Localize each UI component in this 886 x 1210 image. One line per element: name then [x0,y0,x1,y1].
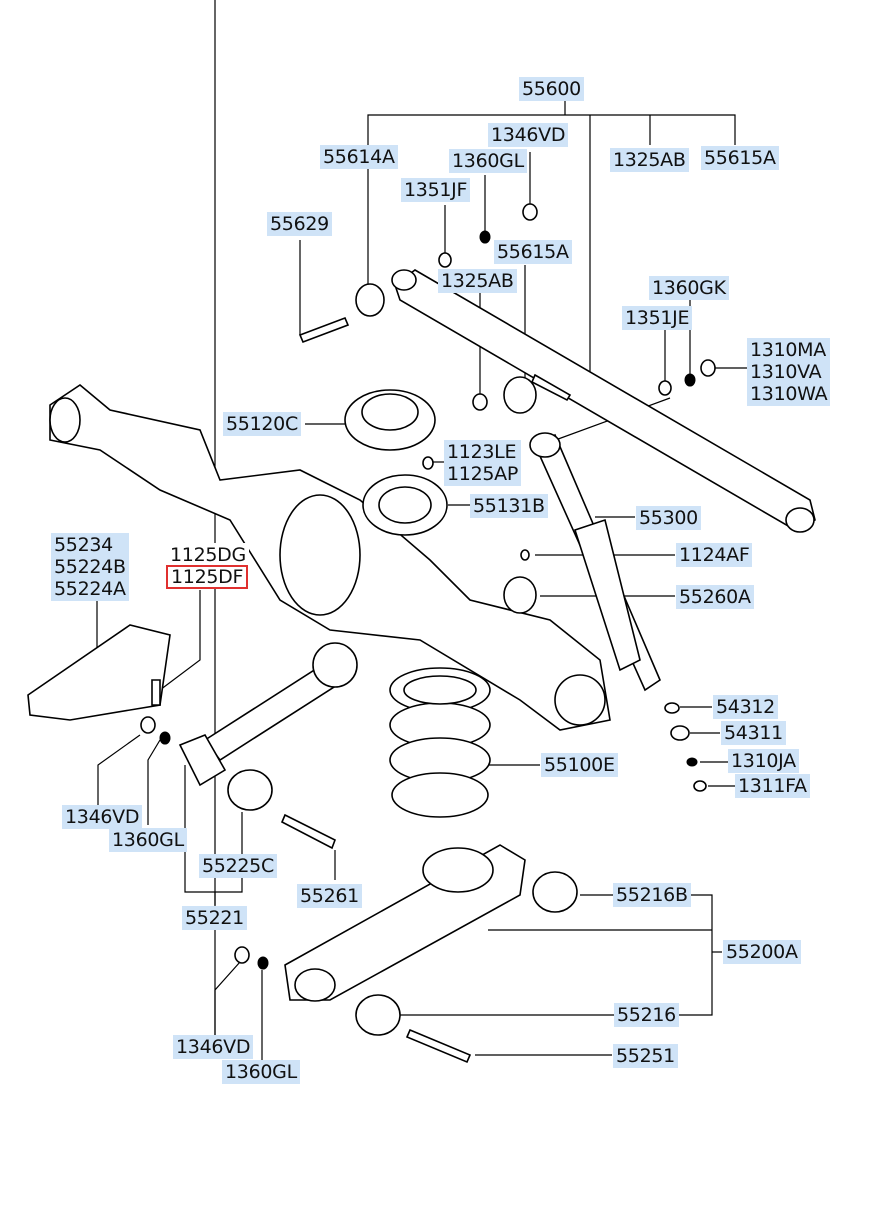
label-1346vd-mid: 1346VD [62,805,143,829]
label-55200a: 55200A [723,940,801,964]
label-55224a: 55224A [54,578,126,600]
shock-absorber [529,432,661,692]
label-1360gk: 1360GK [649,276,729,300]
label-55120c: 55120C [223,412,301,436]
label-55225c: 55225C [199,854,277,878]
label-55300: 55300 [636,506,701,530]
label-1124af: 1124AF [676,543,753,567]
label-1125ap: 1125AP [447,463,519,485]
label-1346vd-bot: 1346VD [173,1035,254,1059]
label-group-55234: 55234 55224B 55224A [51,533,129,601]
trailing-link [178,642,358,811]
label-group-1123le: 1123LE 1125AP [444,440,522,486]
lower-control-arm [284,844,578,1036]
axle-housing [49,384,611,731]
label-1125df-highlighted: 1125DF [166,565,249,589]
label-55234: 55234 [54,534,113,556]
label-1123le: 1123LE [447,441,517,463]
nuts-washers [140,203,716,970]
label-55100e: 55100E [541,753,618,777]
label-1310wa: 1310WA [750,383,828,405]
label-55615a-top: 55615A [701,146,779,170]
label-1125dg: 1125DG [167,543,249,567]
label-1310ja: 1310JA [728,749,799,773]
bolts [151,316,572,1064]
label-55216: 55216 [614,1003,679,1027]
label-1325ab-mid: 1325AB [438,269,517,293]
label-55614a: 55614A [320,145,398,169]
label-1360gl-bot: 1360GL [222,1060,300,1084]
label-1310ma: 1310MA [750,339,826,361]
label-55131b: 55131B [470,494,548,518]
label-55216b: 55216B [613,883,691,907]
label-55221: 55221 [182,906,247,930]
label-1311fa: 1311FA [735,774,810,798]
coil-spring [389,667,491,818]
label-1346vd-top: 1346VD [488,123,569,147]
label-1351jf: 1351JF [401,178,471,202]
mounting-bracket [27,624,171,721]
label-55224b: 55224B [54,556,126,578]
label-55260a: 55260A [676,585,754,609]
label-1360gl-mid: 1360GL [109,828,187,852]
label-1310va: 1310VA [750,361,822,383]
label-55251: 55251 [613,1044,678,1068]
label-55261: 55261 [297,884,362,908]
label-group-1310: 1310MA 1310VA 1310WA [747,338,831,406]
lateral-rod [391,269,816,533]
label-54312: 54312 [713,695,778,719]
label-55615a-mid: 55615A [494,240,572,264]
label-55629: 55629 [267,212,332,236]
label-55600: 55600 [519,77,584,101]
spring-seat [344,389,448,536]
label-1325ab-top: 1325AB [610,148,689,172]
label-54311: 54311 [721,721,786,745]
label-1360gl-top: 1360GL [449,149,527,173]
label-1351je: 1351JE [622,306,693,330]
